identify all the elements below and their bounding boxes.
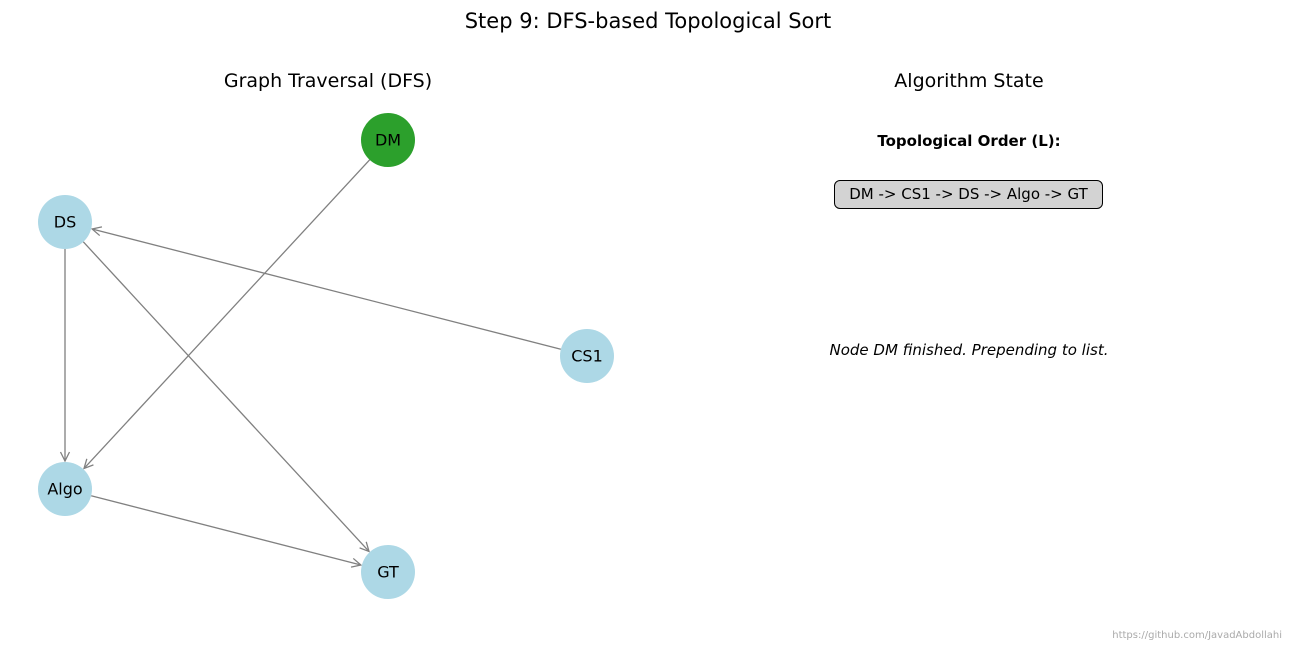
status-message: Node DM finished. Prepending to list. [829, 341, 1109, 359]
arrowhead [59, 451, 71, 463]
node-ds: DS [38, 195, 92, 249]
watermark-link: https://github.com/JavadAbdollahi [1112, 630, 1282, 641]
node-label: CS1 [571, 347, 603, 366]
node-gt: GT [361, 545, 415, 599]
arrowhead [350, 557, 363, 568]
node-circle [38, 195, 92, 249]
edge-ds-to-gt [82, 241, 370, 553]
edge-algo-to-gt [90, 495, 363, 568]
node-algo: Algo [38, 462, 92, 516]
node-dm: DM [361, 113, 415, 167]
node-label: GT [377, 563, 399, 582]
arrowhead [83, 458, 94, 470]
graph-panel-title: Graph Traversal (DFS) [223, 70, 433, 92]
node-circle [361, 545, 415, 599]
page-title: Step 9: DFS-based Topological Sort [464, 9, 832, 33]
edges-layer [59, 159, 562, 568]
state-panel-title: Algorithm State [894, 70, 1044, 92]
node-circle [560, 329, 614, 383]
node-label: Algo [47, 480, 82, 499]
node-circle [38, 462, 92, 516]
edge-dm-to-algo [83, 159, 371, 470]
edge-ds-to-algo [59, 249, 71, 463]
topological-order-value: DM -> CS1 -> DS -> Algo -> GT [834, 180, 1103, 209]
node-label: DS [54, 213, 76, 232]
arrowhead [90, 226, 103, 237]
node-circle [361, 113, 415, 167]
arrowhead [359, 541, 370, 553]
edge-cs1-to-ds [90, 226, 562, 350]
node-cs1: CS1 [560, 329, 614, 383]
topological-order-label: Topological Order (L): [877, 132, 1061, 150]
node-label: DM [375, 131, 401, 150]
